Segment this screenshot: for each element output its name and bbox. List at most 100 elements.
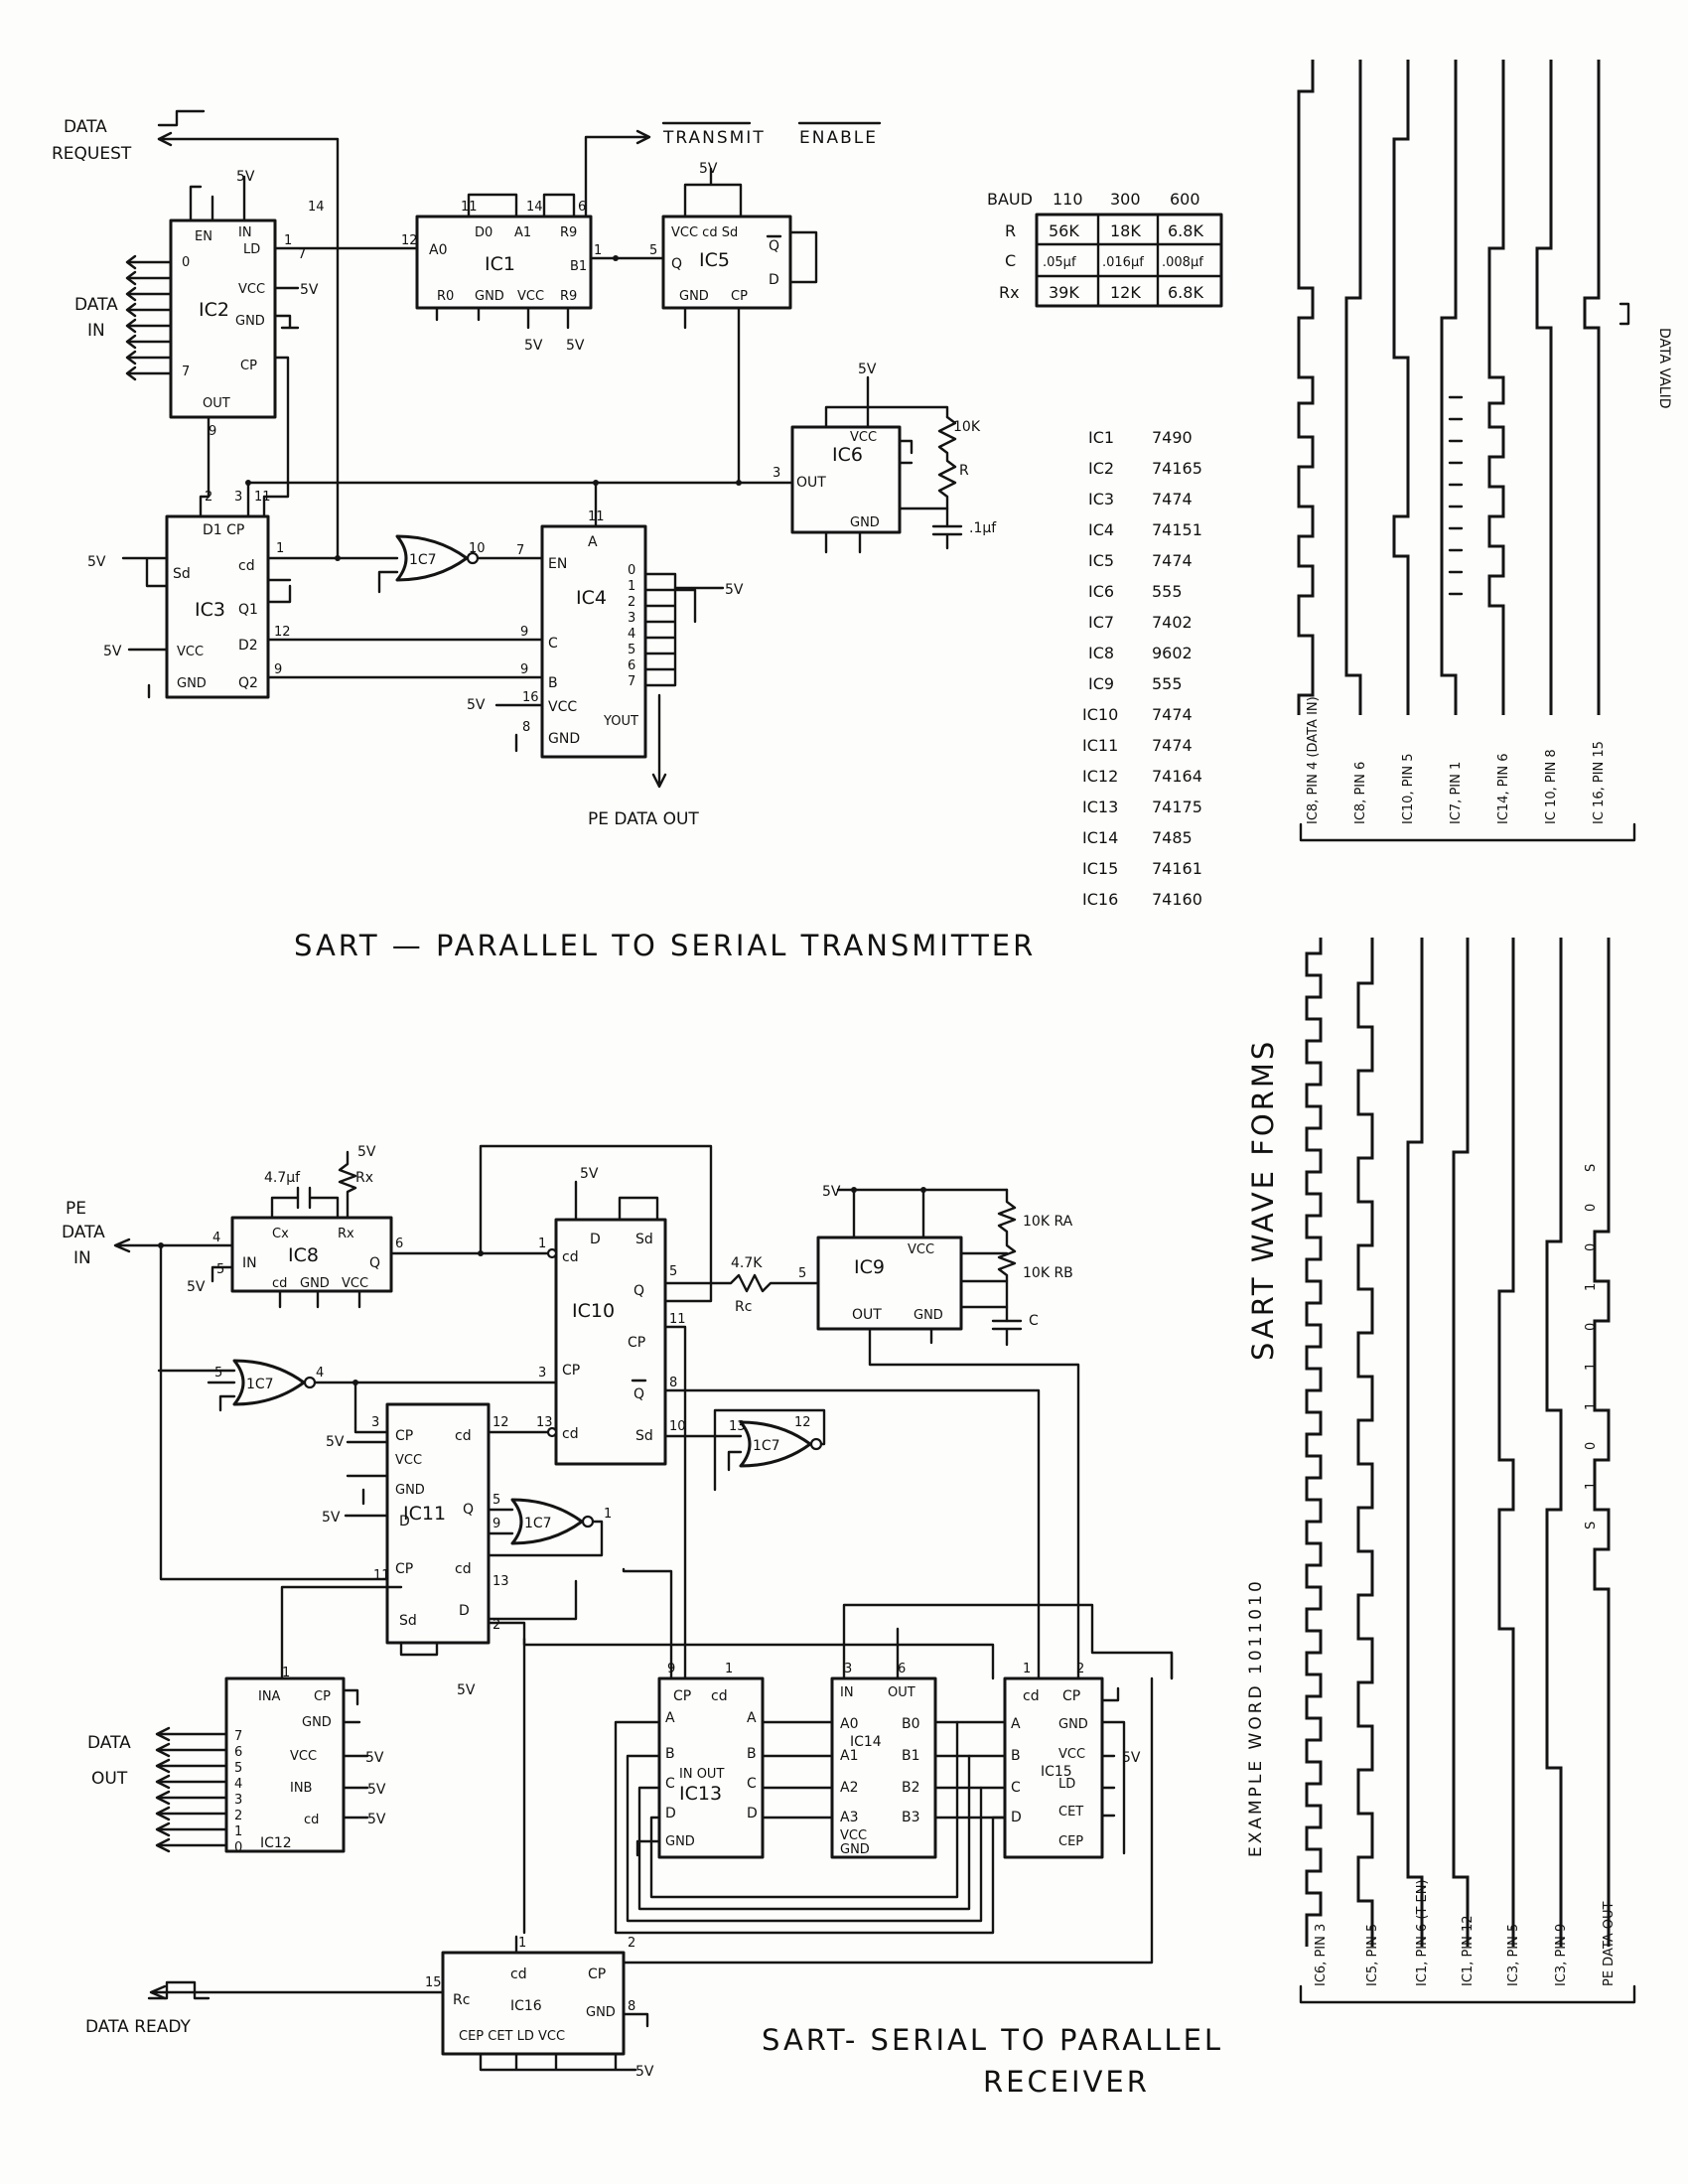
data-request-label-2: REQUEST	[52, 144, 132, 164]
ic7-label: 1C7	[524, 1516, 552, 1531]
svg-text:6: 6	[234, 1745, 242, 1760]
waveform-trace: IC1, PIN 12	[1452, 938, 1476, 1986]
baud-row-label: Rx	[999, 283, 1020, 302]
part-type: 74161	[1152, 859, 1202, 878]
ic8-pin-label: Q	[369, 1255, 380, 1271]
baud-header-600: 600	[1170, 190, 1200, 209]
ic10-box	[554, 1218, 667, 1466]
transmitter-wiring	[121, 129, 963, 789]
ic14-pin-label: B0	[902, 1716, 920, 1732]
receiver-wiring	[113, 1144, 1174, 2072]
svg-text:5: 5	[214, 1366, 222, 1381]
ic12-output-labels: 76 54 32 10	[234, 1729, 242, 1855]
ic10-pin-label: Q	[633, 1283, 644, 1299]
waveform-trace: IC 16, PIN 15	[1583, 60, 1607, 824]
data-ready-label: DATA READY	[85, 2017, 192, 2037]
rc-label: Rc	[735, 1299, 752, 1315]
waveform-trace-label: IC 16, PIN 15	[1592, 741, 1607, 824]
ic1-pin-label: R9	[560, 289, 577, 304]
5v-label: 5V	[467, 697, 486, 713]
svg-text:9: 9	[209, 424, 216, 439]
ic10-pin-label: CP	[628, 1335, 645, 1351]
ic16-pin-label: GND	[586, 2005, 616, 2020]
waveform-trace: IC8, PIN 4 (DATA IN)	[1297, 60, 1321, 824]
ic3-label: IC3	[195, 599, 225, 621]
svg-text:D: D	[747, 1806, 758, 1821]
ic2-pin-label: IN	[238, 225, 252, 240]
transmitter-title: SART — PARALLEL TO SERIAL TRANSMITTER	[294, 929, 1036, 962]
ic14-pin-label: OUT	[888, 1685, 915, 1700]
pe-data-out-label: PE DATA OUT	[588, 809, 699, 829]
waveform-trace-label: IC7, PIN 1	[1449, 762, 1464, 824]
example-word-label: EXAMPLE WORD 1011010	[1246, 1578, 1266, 1857]
example-word-bit: 0	[1584, 1323, 1599, 1331]
receiver-pin-numbers: 4.7μf Rx 5V 4.7K Rc 10K RA 10K RB C 5V 5…	[187, 1144, 1141, 2080]
ic14-pin-label: VCC	[840, 1828, 867, 1843]
5v-label: 5V	[357, 1144, 376, 1160]
svg-text:12: 12	[492, 1415, 509, 1430]
baud-cell: 39K	[1049, 283, 1079, 302]
part-ic: IC13	[1082, 798, 1118, 816]
ic15-pin-label: CEP	[1058, 1834, 1083, 1849]
ic4-pin-label: B	[548, 675, 558, 691]
ic8-pin-label: VCC	[342, 1276, 368, 1291]
ic5-pin-label: D	[769, 272, 779, 288]
ic1-label: IC1	[485, 253, 515, 275]
ic1-pin-label: D0	[475, 225, 492, 240]
waveform-trace: IC8, PIN 6	[1344, 60, 1368, 824]
ic16-pin-label: cd	[510, 1966, 527, 1982]
5v-label: 5V	[365, 1750, 384, 1766]
enable-label: ENABLE	[799, 128, 878, 148]
ic11-pin-label: Q	[463, 1502, 474, 1518]
ic11-pin-label: D	[459, 1603, 470, 1619]
ic16-pin-label: CEP CET LD VCC	[459, 2029, 565, 2044]
svg-text:7: 7	[516, 543, 524, 558]
ic13-label: IC13	[679, 1783, 722, 1805]
part-ic: IC2	[1088, 459, 1114, 478]
ic15-pin-label: D	[1011, 1810, 1022, 1825]
5v-label: 5V	[236, 169, 255, 185]
ic15-pin-label: CET	[1058, 1805, 1083, 1820]
part-ic: IC10	[1082, 705, 1118, 724]
ic14-pin-label: B1	[902, 1748, 920, 1764]
example-word-bit: 0	[1584, 1243, 1599, 1251]
waveform-trace: IC1, PIN 6 (T EN)	[1406, 938, 1430, 1986]
waveform-trace-label: IC10, PIN 5	[1401, 753, 1416, 824]
cap-label: .1μf	[969, 520, 997, 536]
baud-row-label: C	[1005, 251, 1016, 270]
ic3-pin-label: Sd	[173, 566, 191, 582]
svg-text:9: 9	[492, 1517, 500, 1531]
ic5-pin-label: Q	[671, 256, 682, 272]
svg-text:1: 1	[284, 233, 292, 248]
svg-text:6: 6	[898, 1662, 906, 1676]
rx-resistor-label: Rx	[355, 1170, 373, 1186]
ic15-pin-label: CP	[1062, 1688, 1080, 1704]
waveform-trace-label: IC8, PIN 4 (DATA IN)	[1306, 696, 1321, 824]
ic7-nor-bubble-a	[303, 1376, 317, 1389]
svg-text:14: 14	[308, 200, 325, 215]
svg-text:3: 3	[628, 611, 635, 626]
ic15-pin-label: A	[1011, 1716, 1021, 1732]
waveform-trace-label: IC14, PIN 6	[1496, 753, 1511, 824]
svg-text:9: 9	[667, 1662, 675, 1676]
ic3-pin-label: Q2	[238, 675, 258, 691]
waveform-trace: IC7, PIN 1	[1440, 60, 1464, 824]
svg-text:15: 15	[425, 1975, 442, 1990]
svg-text:13: 13	[729, 1419, 746, 1434]
ic15-box	[1003, 1676, 1104, 1859]
ic5-pin-label: CP	[731, 289, 748, 304]
ic1-pin-label: A0	[429, 242, 447, 258]
ic15-pin-label: cd	[1023, 1688, 1040, 1704]
ic3-pin-label: Q1	[238, 602, 258, 618]
5v-label: 5V	[580, 1166, 599, 1182]
data-in-label-2: IN	[87, 321, 105, 341]
ic1-pin-label: B1	[570, 259, 587, 274]
svg-text:1: 1	[282, 1666, 290, 1680]
part-type: 7474	[1152, 705, 1193, 724]
ic15-pin-label: C	[1011, 1780, 1021, 1796]
ic12-pin-label: cd	[304, 1813, 319, 1827]
ic11-pin-label: CP	[395, 1428, 413, 1444]
part-type: 7402	[1152, 613, 1193, 632]
svg-text:10: 10	[469, 541, 486, 556]
